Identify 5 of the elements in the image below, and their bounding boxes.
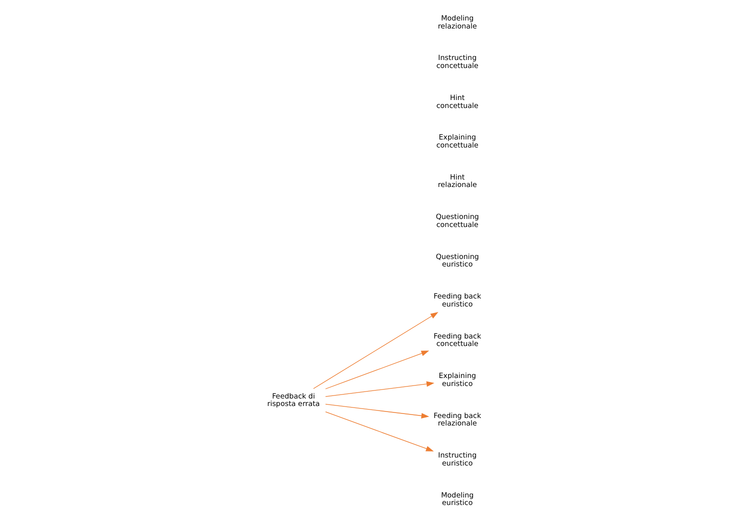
arrow bbox=[325, 404, 430, 418]
arrow bbox=[325, 381, 434, 397]
arrow bbox=[325, 412, 434, 452]
arrow bbox=[313, 312, 438, 389]
arrow bbox=[325, 350, 430, 390]
